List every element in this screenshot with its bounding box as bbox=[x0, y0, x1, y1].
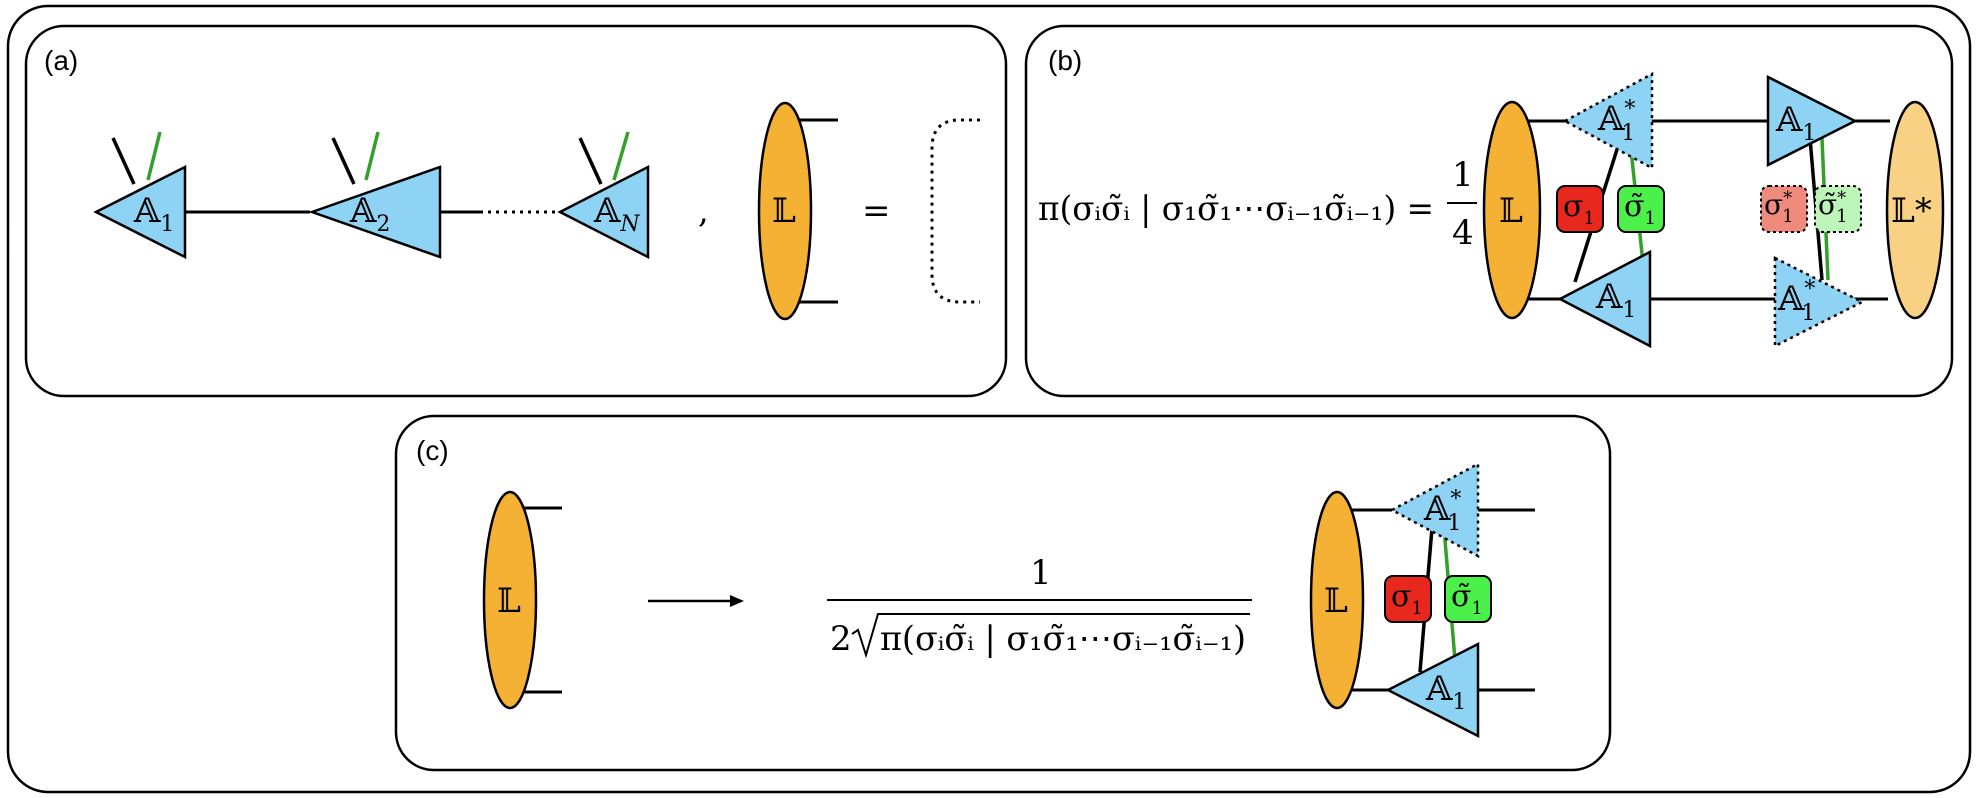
env-label: 𝕃 bbox=[772, 191, 796, 231]
env-ellipse bbox=[1482, 100, 1542, 320]
tensor-label: 𝔸1 bbox=[1775, 100, 1816, 146]
tensor-label: 𝔸2 bbox=[349, 191, 390, 237]
tensor-label: 𝔸*1 bbox=[1423, 487, 1461, 536]
outer-frame bbox=[6, 4, 1972, 794]
tensor-a1-bottom: 𝔸1 bbox=[1385, 641, 1480, 739]
tensor-label: 𝔸*1 bbox=[1597, 97, 1635, 146]
tensor-a1: 𝔸1 bbox=[93, 131, 187, 260]
tensor-triangle bbox=[1562, 71, 1654, 171]
sigma-box-red: σ1 bbox=[1556, 185, 1604, 233]
sigma-box-red-conj: σ*1 bbox=[1760, 185, 1808, 233]
env-label: 𝕃* bbox=[1891, 191, 1932, 231]
tensor-a1-top-right: 𝔸1 bbox=[1766, 74, 1858, 168]
physical-leg-black bbox=[111, 137, 136, 185]
panel-b: (b) π(σᵢσ̃ᵢ | σ₁σ̃₁⋯σᵢ₋₁σ̃ᵢ₋₁) = 1 4 𝕃 𝕃… bbox=[1024, 24, 1954, 398]
sigma-box-red: σ1 bbox=[1384, 575, 1432, 623]
tensor-triangle bbox=[1773, 255, 1865, 349]
sigma-box bbox=[1444, 575, 1492, 623]
tensor-a1-conj-bottom-right: 𝔸*1 bbox=[1773, 255, 1865, 349]
environment-l: 𝕃 bbox=[1482, 100, 1542, 320]
tensor-triangle bbox=[1766, 74, 1858, 168]
env-label: 𝕃 bbox=[1324, 581, 1348, 621]
panel-c-label: (c) bbox=[416, 435, 449, 466]
panel-c: (c) 𝕃 1 2 π(σᵢσ̃ᵢ | σ₁σ̃₁⋯σᵢ₋₁σ̃ᵢ₋₁) 𝕃 bbox=[394, 414, 1612, 772]
arrow-head bbox=[730, 595, 744, 607]
env-label: 𝕃 bbox=[497, 581, 521, 621]
environment-l-conj: 𝕃* bbox=[1885, 100, 1945, 320]
fraction-denominator: 4 bbox=[1452, 213, 1474, 253]
sigma-box bbox=[1814, 185, 1862, 233]
tensor-a1-conj-top: 𝔸*1 bbox=[1562, 71, 1654, 171]
panel-b-frame bbox=[1024, 24, 1954, 398]
tensor-label: 𝔸1 bbox=[1595, 277, 1636, 323]
tensor-triangle bbox=[93, 164, 187, 260]
panel-a: (a) 𝔸1 𝔸2 𝔸 bbox=[24, 24, 1008, 398]
sigma-label: σ̃*1 bbox=[1818, 188, 1848, 227]
physical-leg-green bbox=[364, 131, 380, 181]
sigma-box-green: σ̃1 bbox=[1444, 575, 1492, 623]
panel-c-frame bbox=[394, 414, 1612, 772]
panel-b-label: (b) bbox=[1048, 45, 1082, 76]
env-ellipse bbox=[1885, 100, 1945, 320]
tensor-label: 𝔸*1 bbox=[1777, 277, 1815, 326]
tensor-triangle bbox=[1557, 249, 1652, 349]
sigma-label: σ̃1 bbox=[1451, 579, 1483, 619]
sqrt-sign bbox=[851, 613, 1250, 659]
fraction-denominator-factor: 2 bbox=[830, 619, 852, 659]
sigma-box-green-conj: σ̃*1 bbox=[1814, 185, 1862, 233]
env-label: 𝕃 bbox=[1499, 191, 1523, 231]
physical-leg-green bbox=[612, 131, 630, 181]
environment-l: 𝕃 bbox=[1309, 490, 1365, 710]
fraction-denominator-radicand: π(σᵢσ̃ᵢ | σ₁σ̃₁⋯σᵢ₋₁σ̃ᵢ₋₁) bbox=[880, 619, 1246, 659]
env-ellipse bbox=[482, 490, 538, 710]
sigma-label: σ1 bbox=[1563, 189, 1595, 229]
environment-l: 𝕃 bbox=[757, 101, 838, 321]
tensor-label: 𝔸1 bbox=[133, 191, 174, 237]
fraction-numerator: 1 bbox=[1452, 155, 1474, 195]
physical-leg-green bbox=[146, 131, 162, 181]
sigma-label: σ*1 bbox=[1764, 188, 1794, 227]
tensor-a1-bottom: 𝔸1 bbox=[1557, 249, 1652, 349]
tensor-an: 𝔸N bbox=[557, 131, 650, 260]
comma: , bbox=[698, 191, 709, 231]
dotted-bracket bbox=[930, 118, 980, 304]
panel-a-frame bbox=[24, 24, 1008, 398]
sigma-box-green: σ̃1 bbox=[1617, 185, 1665, 233]
tensor-a1-conj-top: 𝔸*1 bbox=[1389, 461, 1480, 559]
tensor-a2: 𝔸2 bbox=[308, 131, 442, 259]
tensor-triangle bbox=[1385, 641, 1480, 739]
conditional-probability: π(σᵢσ̃ᵢ | σ₁σ̃₁⋯σᵢ₋₁σ̃ᵢ₋₁) = bbox=[1038, 189, 1434, 229]
sigma-box bbox=[1760, 185, 1808, 233]
equals-sign: = bbox=[862, 191, 891, 231]
tensor-triangle bbox=[557, 164, 650, 260]
physical-leg-black bbox=[578, 137, 603, 185]
env-ellipse bbox=[1309, 490, 1365, 710]
sigma-box bbox=[1617, 185, 1665, 233]
env-ellipse bbox=[757, 101, 813, 321]
tensor-label: 𝔸1 bbox=[1425, 669, 1466, 715]
sigma-label: σ1 bbox=[1391, 579, 1423, 619]
panel-a-label: (a) bbox=[44, 45, 78, 76]
tensor-label: 𝔸N bbox=[593, 191, 640, 237]
environment-l: 𝕃 bbox=[482, 490, 562, 710]
sigma-box bbox=[1384, 575, 1432, 623]
tensor-triangle bbox=[308, 165, 442, 259]
sigma-label: σ̃1 bbox=[1624, 189, 1656, 229]
sigma-box bbox=[1556, 185, 1604, 233]
fraction-numerator: 1 bbox=[1030, 553, 1052, 593]
tensor-triangle bbox=[1389, 461, 1480, 559]
physical-leg-black bbox=[331, 137, 356, 185]
